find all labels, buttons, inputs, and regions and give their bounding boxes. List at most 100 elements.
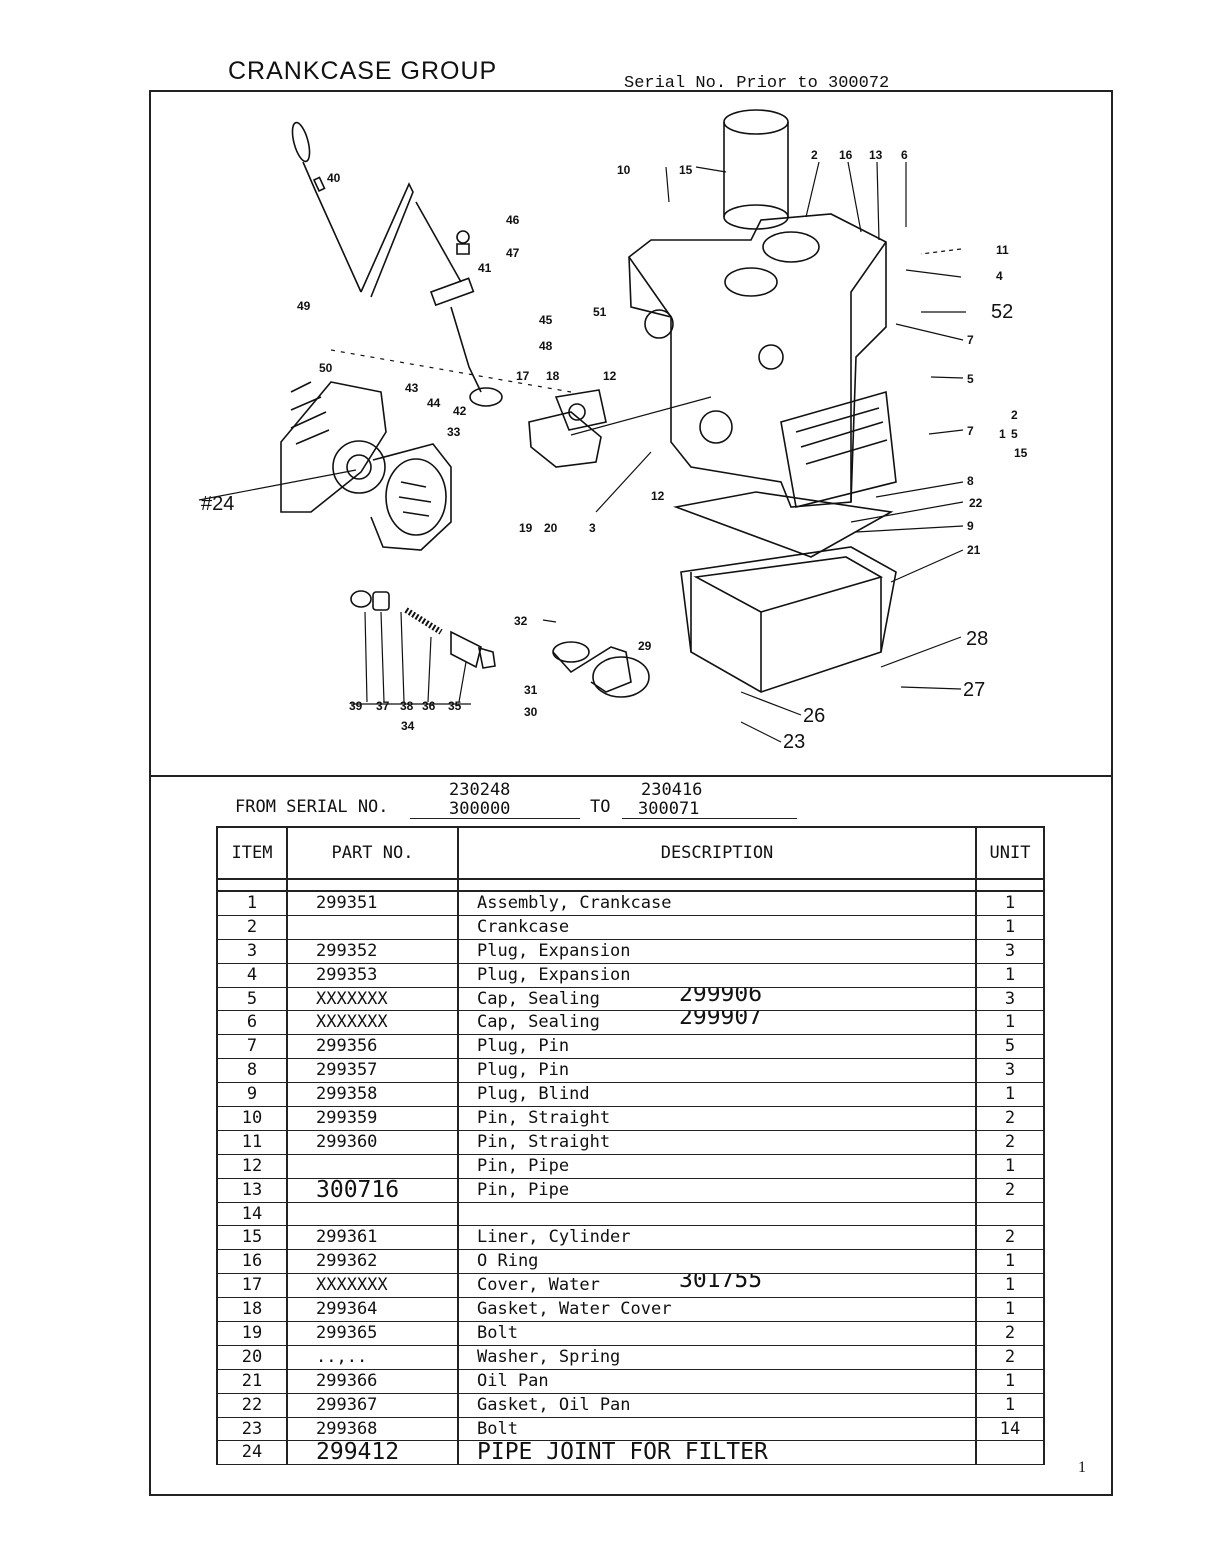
callout-label: 15: [679, 163, 693, 177]
item-cell-text: 7: [246, 1036, 258, 1057]
callout-label: 38: [400, 699, 414, 713]
callout-label: 31: [524, 683, 538, 697]
callout-label: 23: [783, 731, 805, 753]
description-cell-text: Gasket, Oil Pan: [477, 1394, 631, 1415]
table-header-row: ITEM PART NO. DESCRIPTION UNIT: [216, 826, 1045, 880]
description-cell-text: Pin, Straight: [477, 1131, 611, 1152]
part-no-cell: ..,..: [286, 1345, 459, 1370]
part-no-cell: XXXXXXX: [286, 1010, 459, 1036]
part-no-cell: 299368: [286, 1417, 459, 1442]
unit-cell-text: 5: [1004, 1036, 1016, 1057]
part-no-cell-text: XXXXXXX: [316, 1275, 388, 1296]
part-no-cell: 299356: [286, 1034, 459, 1060]
description-cell: O Ring: [457, 1249, 977, 1275]
description-cell-text: PIPE JOINT FOR FILTER: [477, 1440, 768, 1465]
callout-label: 45: [539, 313, 553, 327]
item-cell-text: 2: [246, 916, 258, 937]
unit-cell-text: 1: [1004, 964, 1016, 985]
part-no-cell: 299359: [286, 1106, 459, 1131]
callout-label: 47: [506, 246, 520, 260]
description-cell: Gasket, Water Cover: [457, 1297, 977, 1323]
description-cell: Pin, Pipe: [457, 1178, 977, 1203]
part-no-cell: 299360: [286, 1130, 459, 1155]
unit-cell-text: 1: [1004, 1394, 1016, 1415]
item-cell-text: 4: [246, 964, 258, 985]
item-cell: 8: [216, 1058, 288, 1084]
callout-label: 46: [506, 213, 520, 227]
description-cell: [457, 1202, 977, 1227]
callout-label: 2: [811, 148, 818, 162]
table-row: 13 300716 Pin, Pipe 2: [216, 1178, 1045, 1203]
callout-label: 10: [617, 163, 631, 177]
unit-cell-text: 2: [1004, 1322, 1016, 1343]
crankcase-exploded-diagram: 40 46 47 41 45 51 48 49 50 43 44 42 17 1…: [198, 109, 1028, 753]
replacement-part-note: 301755: [679, 1273, 763, 1294]
callout-label: 22: [969, 496, 983, 510]
part-no-cell: 299352: [286, 939, 459, 964]
unit-cell: 2: [975, 1106, 1045, 1131]
callout-label: 6: [901, 148, 908, 162]
item-cell-text: 15: [241, 1227, 263, 1248]
description-cell: Oil Pan: [457, 1369, 977, 1394]
description-cell-text: Cap, Sealing: [477, 988, 600, 1009]
description-cell-text: Pin, Pipe: [477, 1179, 570, 1200]
item-cell-text: 8: [246, 1060, 258, 1081]
from-serial-value-old: 230248: [449, 780, 511, 800]
to-serial-value-old: 230416: [641, 780, 703, 800]
item-cell: 13: [216, 1178, 288, 1203]
description-cell: Washer, Spring: [457, 1345, 977, 1370]
part-no-cell: [286, 1154, 459, 1179]
description-cell-text: Plug, Expansion: [477, 964, 631, 985]
description-cell: Plug, Pin: [457, 1058, 977, 1084]
unit-cell: 1: [975, 1154, 1045, 1179]
part-no-cell-text: ..,..: [316, 1346, 368, 1367]
callout-label: 48: [539, 339, 553, 353]
unit-cell: 2: [975, 1178, 1045, 1203]
header-part-no: PART NO.: [286, 826, 459, 880]
page-number: 1: [1078, 1459, 1086, 1476]
unit-cell: 2: [975, 1321, 1045, 1346]
part-no-cell-text: 299353: [316, 964, 378, 985]
unit-cell: 2: [975, 1130, 1045, 1155]
callout-label: 7: [967, 333, 974, 347]
section-divider: [149, 775, 1113, 777]
callout-label: 50: [319, 361, 333, 375]
table-row: 14: [216, 1202, 1045, 1227]
unit-cell-text: 1: [1004, 1251, 1016, 1272]
callout-label: 12: [603, 369, 617, 383]
description-cell-text: Crankcase: [477, 916, 570, 937]
unit-cell-text: 2: [1004, 1179, 1016, 1200]
part-no-cell-text: 299356: [316, 1036, 378, 1057]
unit-cell-text: 2: [1004, 1227, 1016, 1248]
item-cell-text: 14: [241, 1203, 263, 1224]
callout-label: 5: [967, 372, 974, 386]
callout-label: 29: [638, 639, 652, 653]
description-cell-text: Gasket, Water Cover: [477, 1299, 672, 1320]
table-row: 4 299353 Plug, Expansion 1: [216, 963, 1045, 988]
item-cell: 23: [216, 1417, 288, 1442]
description-cell: Plug, Expansion: [457, 939, 977, 964]
item-cell: 16: [216, 1249, 288, 1275]
item-cell: 9: [216, 1082, 288, 1108]
unit-cell-text: 14: [999, 1418, 1021, 1439]
item-cell-text: 10: [241, 1107, 263, 1128]
unit-cell-text: 2: [1004, 1346, 1016, 1367]
item-cell: 12: [216, 1154, 288, 1179]
item-cell: 3: [216, 939, 288, 964]
part-no-cell-text: 299359: [316, 1107, 378, 1128]
item-cell: 11: [216, 1130, 288, 1155]
unit-cell-text: 2: [1004, 1107, 1016, 1128]
unit-cell: 2: [975, 1225, 1045, 1251]
part-no-cell-text: 300716: [316, 1178, 400, 1203]
part-no-cell: 299366: [286, 1369, 459, 1394]
item-cell-text: 17: [241, 1275, 263, 1296]
